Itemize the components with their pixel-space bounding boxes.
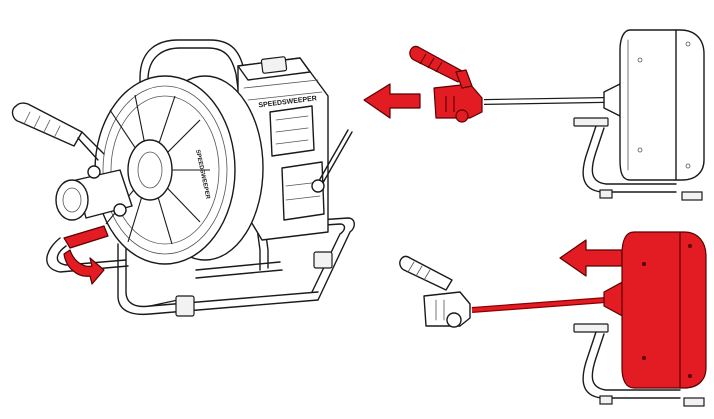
drain-cable <box>483 97 605 105</box>
feed-handle-icon <box>409 45 483 123</box>
front-guide <box>11 102 133 221</box>
drain-cable <box>471 297 607 313</box>
bottom-right-assembly <box>399 231 707 407</box>
drain-cleaner-machine-icon: SPEEDSWEEPER SPEEDSWEEPER <box>11 39 355 317</box>
arrow-left-icon <box>363 83 421 119</box>
curved-arrow-icon <box>63 225 109 285</box>
arrow-left-icon <box>559 239 623 277</box>
top-right-assembly <box>409 29 705 201</box>
cable-drum: SPEEDSWEEPER <box>94 75 264 265</box>
machine-frame <box>46 39 355 317</box>
feed-handle-icon <box>399 255 471 328</box>
